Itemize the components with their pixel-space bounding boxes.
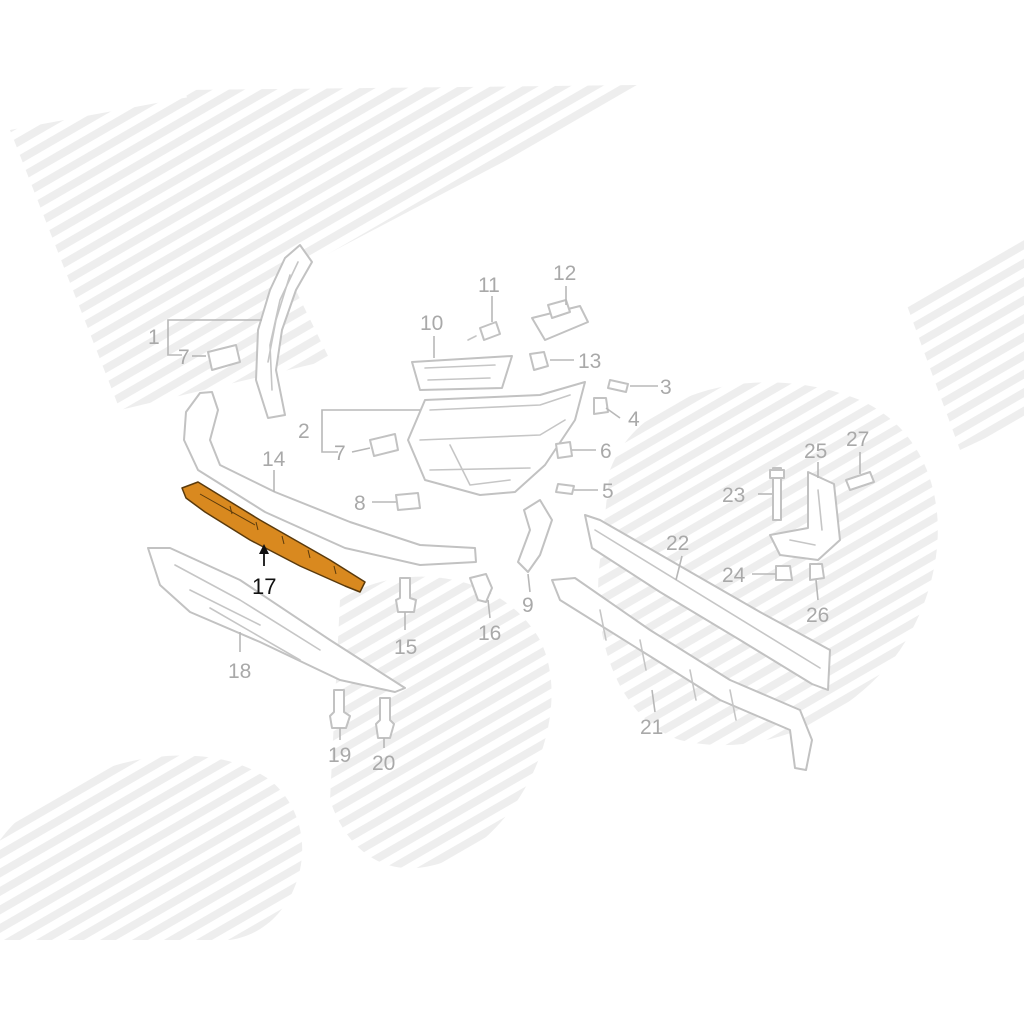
callout-27: 27	[846, 428, 869, 451]
callout-22: 22	[666, 532, 689, 555]
part-1-grille-strip	[255, 244, 313, 419]
callout-24: 24	[722, 564, 746, 587]
callout-15: 15	[394, 636, 417, 659]
callout-10: 10	[420, 312, 443, 335]
part-7b-cap	[369, 433, 399, 457]
callout-18: 18	[228, 660, 251, 683]
part-15-bolt	[395, 577, 417, 613]
part-12-clip	[531, 299, 589, 341]
callout-3: 3	[660, 376, 672, 399]
callout-6: 6	[600, 440, 612, 463]
part-24-nut	[775, 565, 793, 581]
part-16-bolt	[469, 573, 493, 603]
callout-12: 12	[553, 262, 576, 285]
callouts: 1 7 2 7 10 11 12 13 3 4 6 5 14 8 9 17 15…	[148, 262, 869, 775]
part-27-screw	[845, 471, 875, 491]
part-3-screw	[607, 379, 629, 393]
callout-9: 9	[522, 594, 534, 617]
part-26-clip	[809, 563, 825, 581]
callout-20: 20	[372, 752, 395, 775]
callout-23: 23	[722, 484, 745, 507]
part-23-bolt	[769, 467, 785, 521]
callout-11: 11	[478, 274, 500, 297]
callout-14: 14	[262, 448, 286, 471]
part-25-bracket	[769, 471, 841, 561]
part-21-absorber	[551, 577, 813, 771]
part-18-lower-panel	[147, 547, 406, 693]
part-13-nut	[529, 351, 549, 371]
callout-21: 21	[640, 716, 663, 739]
callout-7a: 7	[178, 346, 190, 369]
callout-25: 25	[804, 440, 827, 463]
callout-2: 2	[298, 420, 310, 443]
callout-19: 19	[328, 744, 351, 767]
part-19-bolt	[329, 689, 351, 729]
callout-17: 17	[252, 574, 276, 599]
callout-5: 5	[602, 480, 614, 503]
part-6-nut	[555, 441, 573, 459]
part-8-clip	[395, 492, 421, 511]
part-20-bolt	[375, 697, 395, 739]
part-14-bumper-trim	[183, 391, 477, 566]
part-9-side-bracket	[517, 499, 553, 573]
part-4-clip	[593, 397, 609, 415]
callout-7b: 7	[334, 442, 346, 465]
watermark	[0, 85, 1024, 940]
leader-lines	[167, 286, 861, 748]
part-17-reinforcement	[181, 481, 366, 593]
part-5-screw	[555, 483, 575, 495]
callout-13: 13	[578, 350, 601, 373]
callout-26: 26	[806, 604, 829, 627]
part-11-screw	[467, 321, 501, 341]
callout-1: 1	[148, 326, 160, 349]
callout-16: 16	[478, 622, 501, 645]
callout-8: 8	[354, 492, 366, 515]
part-2-front-grille	[407, 381, 586, 496]
part-22-bumper-beam	[584, 514, 831, 691]
callout-4: 4	[628, 408, 640, 431]
part-7a-cap	[207, 344, 241, 371]
part-10-bracket	[411, 355, 513, 391]
